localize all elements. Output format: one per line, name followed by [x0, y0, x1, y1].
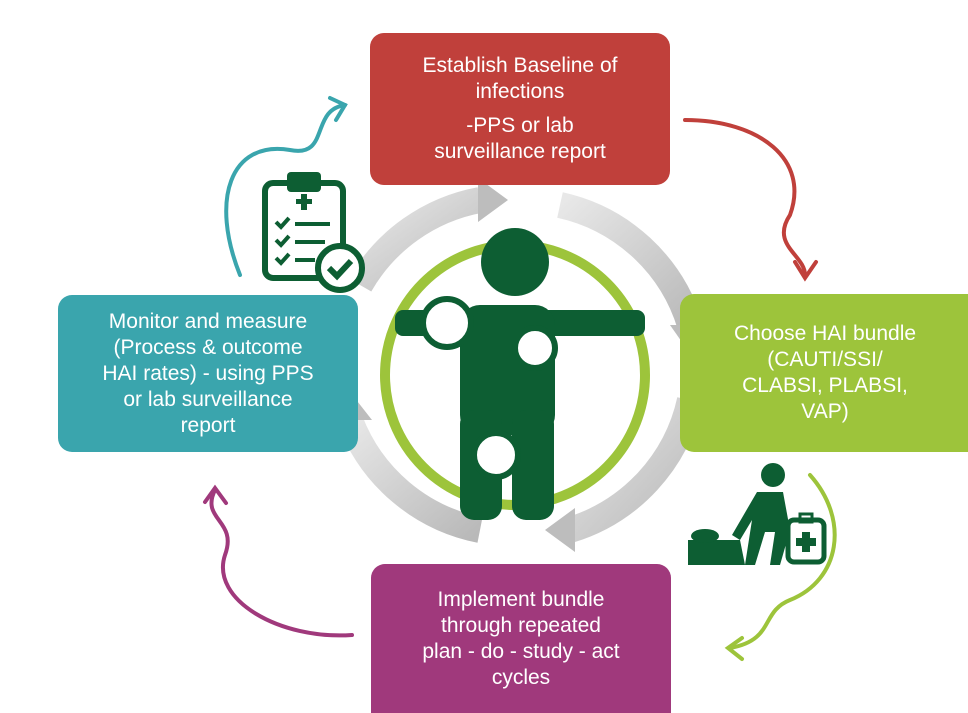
arrowhead-bottom — [545, 508, 575, 552]
step-choose-bundle-line-1: Choose HAI bundle — [733, 322, 917, 345]
step-establish-baseline-sub-line-1: -PPS or lab — [466, 114, 574, 137]
cycle-arrow-bottom — [566, 397, 703, 543]
cycle-arrow-top — [348, 187, 483, 292]
step-implement-bundle: Implement bundle through repeated plan -… — [371, 564, 671, 713]
step-monitor-measure-line-3: HAI rates) - using PPS — [102, 361, 314, 385]
step-establish-baseline-title-line-1: Establish Baseline of — [422, 54, 618, 77]
step-implement-bundle-line-2: through repeated — [441, 613, 601, 637]
step-monitor-measure-line-1: Monitor and measure — [108, 309, 308, 333]
teal-curved-arrow — [224, 96, 348, 277]
arrowhead-top — [478, 178, 508, 222]
step-monitor-measure-line-4: or lab surveillance — [123, 387, 293, 411]
step-choose-bundle-line-3: CLABSI, PLABSI, — [742, 374, 908, 397]
step-choose-bundle-line-2: (CAUTI/SSI/ — [767, 348, 883, 371]
human-figure-icon — [395, 228, 645, 520]
person-with-medical-kit-icon — [688, 463, 827, 565]
step-establish-baseline: Establish Baseline of infections -PPS or… — [370, 33, 670, 185]
step-monitor-measure-line-5: report — [180, 413, 236, 437]
step-implement-bundle-line-3: plan - do - study - act — [422, 639, 620, 663]
step-choose-bundle: Choose HAI bundle (CAUTI/SSI/ CLABSI, PL… — [680, 294, 968, 452]
step-implement-bundle-line-1: Implement bundle — [437, 587, 605, 611]
clipboard-checklist-icon — [262, 172, 365, 293]
step-monitor-measure-line-2: (Process & outcome — [113, 335, 303, 359]
step-monitor-measure: Monitor and measure (Process & outcome H… — [58, 295, 358, 452]
green-curved-arrow — [724, 473, 837, 661]
red-curved-arrow — [683, 118, 818, 282]
purple-curved-arrow — [203, 484, 354, 638]
step-choose-bundle-line-4: VAP) — [801, 400, 849, 423]
step-establish-baseline-sub-line-2: surveillance report — [434, 140, 606, 163]
step-establish-baseline-title-line-2: infections — [475, 80, 565, 103]
step-implement-bundle-line-4: cycles — [491, 665, 551, 689]
cycle-arrow-left — [337, 415, 483, 543]
